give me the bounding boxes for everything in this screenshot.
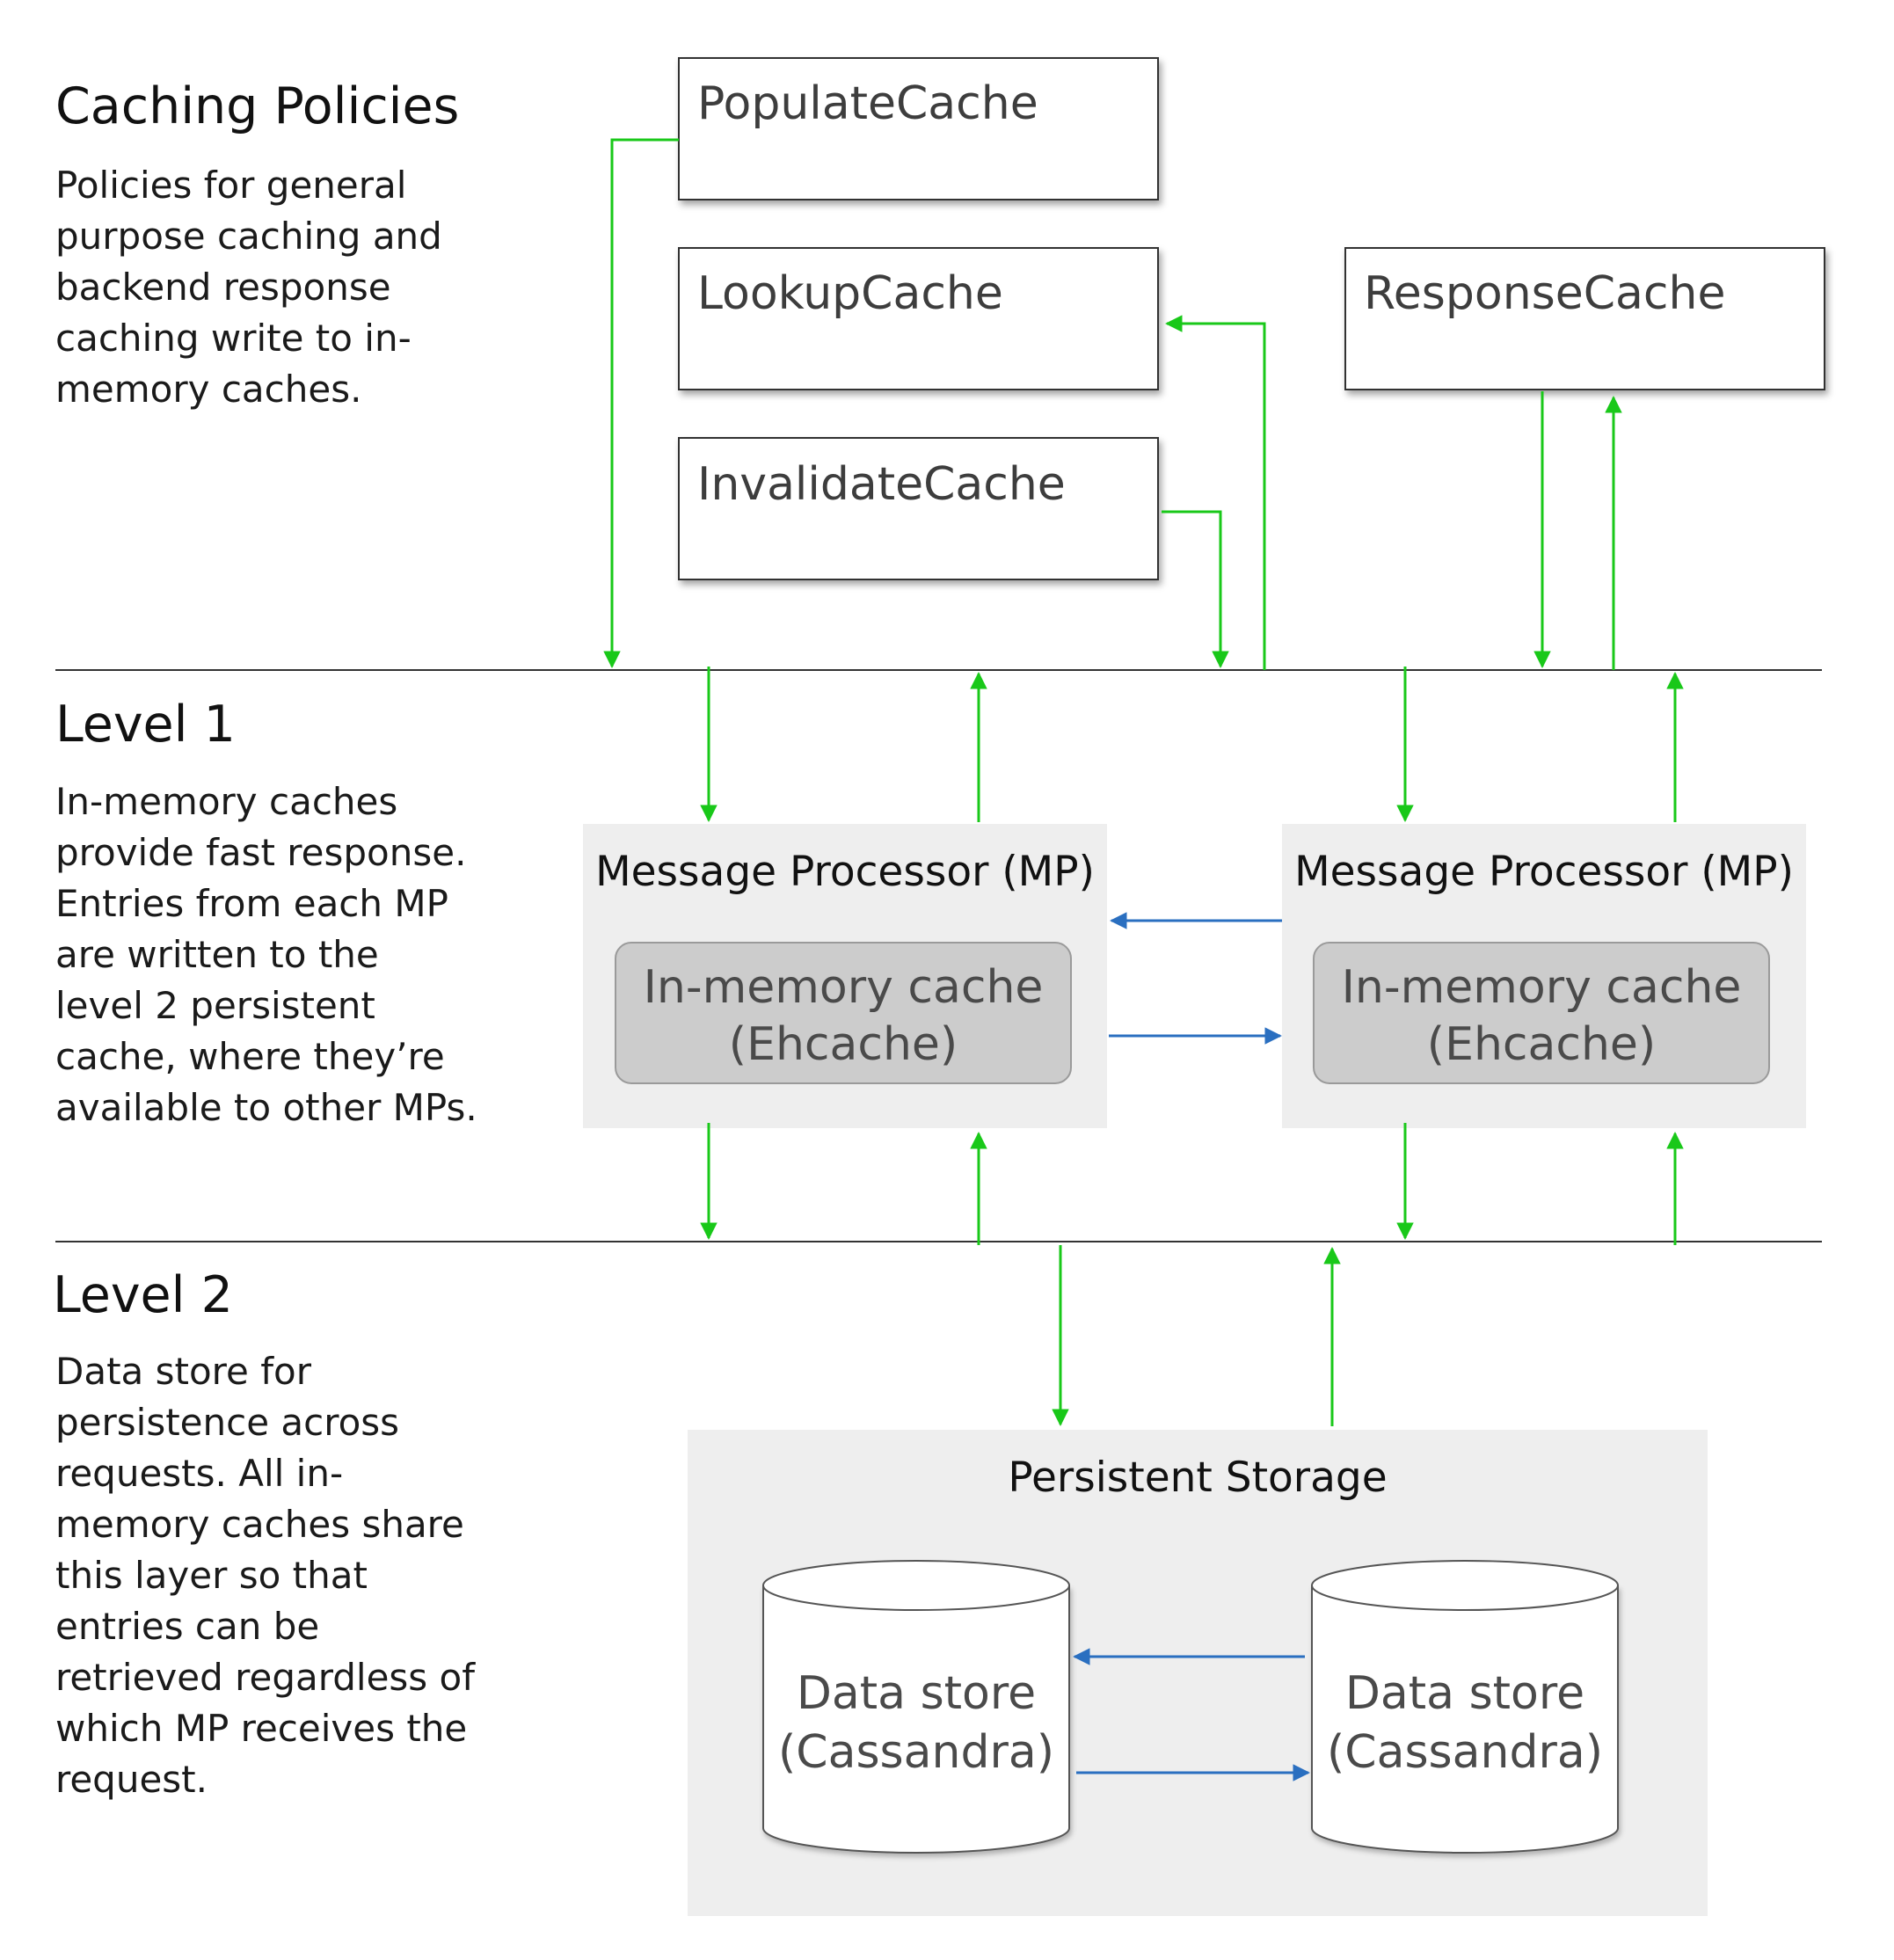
level2-section: Level 2 Data store for persistence acros… [53,1266,476,1801]
level1-desc-line: provide fast response. [55,831,466,874]
caching-policies-desc-line: purpose caching and [55,215,442,258]
level1-to-lookup-arrow [1165,315,1266,670]
lookup-cache-box: LookupCache [678,247,1159,390]
data-store-left: Data store (Cassandra) [762,1560,1070,1854]
flow-arrows [603,138,1684,1426]
level2-desc-line: which MP receives the [55,1707,467,1750]
level1-desc-line: available to other MPs. [55,1086,477,1129]
ehcache-label: (Ehcache) [729,1018,958,1071]
in-memory-cache-label: In-memory cache [1342,961,1742,1014]
caching-policies-desc-line: memory caches. [55,368,361,411]
cassandra-label: (Cassandra) [1327,1726,1603,1779]
caching-policies-desc-line: backend response [55,266,391,309]
level2-heading: Level 2 [53,1266,233,1324]
level1-desc-line: In-memory caches [55,780,397,823]
invalidate-cache-box: InvalidateCache [678,437,1159,580]
level1-section: Level 1 In-memory caches provide fast re… [55,696,477,1129]
level1-desc-line: Entries from each MP [55,882,448,925]
ehcache-label: (Ehcache) [1427,1018,1656,1071]
level1-desc-line: cache, where they’re [55,1035,445,1078]
data-store-label: Data store [1345,1667,1584,1720]
level2-desc-line: entries can be [55,1605,319,1648]
persistent-storage: Persistent Storage Data store (Cassandra… [688,1430,1708,1916]
data-store-right: Data store (Cassandra) [1311,1560,1619,1854]
level2-desc-line: retrieved regardless of [55,1656,476,1699]
level1-desc-line: are written to the [55,933,379,976]
caching-policies-desc-line: Policies for general [55,164,406,207]
caching-policies-section: Caching Policies Policies for general pu… [55,77,459,411]
in-memory-cache-box [1313,942,1770,1084]
data-store-label: Data store [797,1667,1036,1720]
level1-heading: Level 1 [55,696,236,754]
caching-policies-desc-line: caching write to in- [55,317,412,360]
cassandra-label: (Cassandra) [778,1726,1054,1779]
invalidate-to-level1-arrow [1162,510,1229,668]
message-processor-right: Message Processor (MP) In-memory cache (… [1282,824,1806,1128]
level2-desc-line: persistence across [55,1401,399,1444]
level2-desc-line: Data store for [55,1350,312,1393]
level1-desc-line: level 2 persistent [55,984,375,1027]
level2-desc-line: requests. All in- [55,1452,343,1495]
level2-desc-line: memory caches share [55,1503,464,1546]
in-memory-cache-box [615,942,1072,1084]
replication-arrows [1073,912,1310,1781]
mp-title: Message Processor (MP) [595,848,1095,896]
message-processor-left: Message Processor (MP) In-memory cache (… [583,824,1107,1128]
response-cache-box: ResponseCache [1344,247,1825,390]
populate-cache-box: PopulateCache [678,57,1159,200]
populate-cache-label: PopulateCache [697,77,1038,130]
mp-title: Message Processor (MP) [1294,848,1794,896]
invalidate-cache-label: InvalidateCache [697,458,1066,511]
level2-desc-line: this layer so that [55,1554,368,1597]
response-cache-label: ResponseCache [1364,267,1725,320]
populate-to-level1-arrow [603,138,679,668]
in-memory-cache-label: In-memory cache [644,961,1044,1014]
level2-desc-line: request. [55,1758,208,1801]
lookup-cache-label: LookupCache [697,267,1003,320]
persistent-storage-title: Persistent Storage [1008,1454,1387,1502]
caching-policies-heading: Caching Policies [55,77,459,135]
